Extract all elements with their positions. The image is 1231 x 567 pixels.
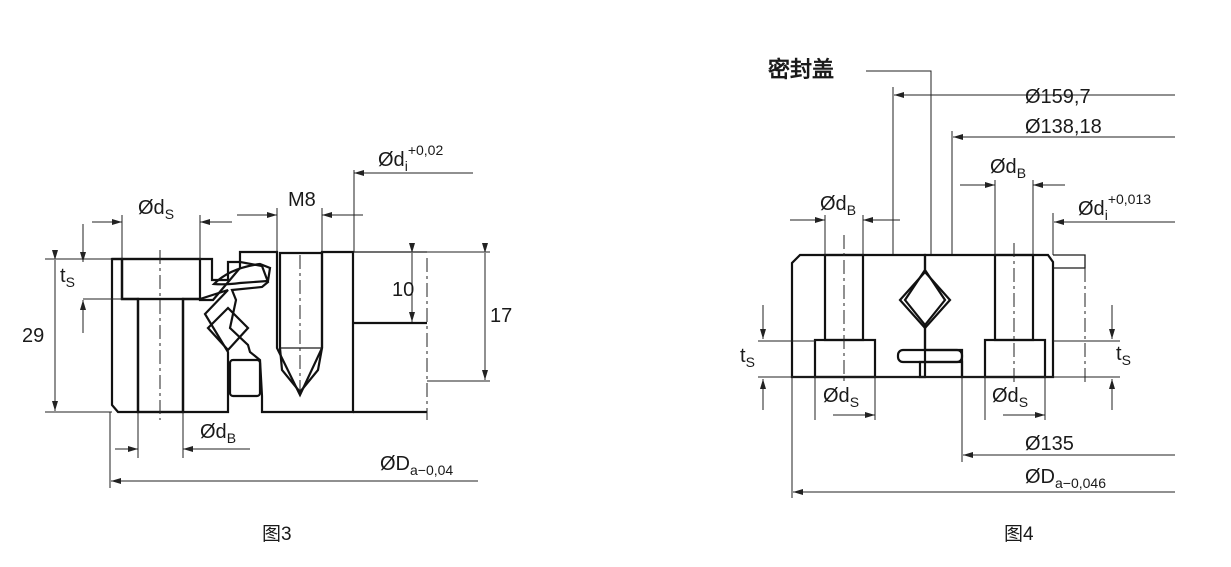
- figure-4-caption: 图4: [1004, 524, 1034, 545]
- dim-di: Ødi+0,013: [1078, 191, 1151, 223]
- outer-ring-body: [110, 257, 140, 414]
- dim-ts-left: tS: [740, 345, 755, 370]
- dim-di: Ødi+0,02: [378, 142, 443, 174]
- dim-height-17: 17: [490, 305, 512, 327]
- seal-ring: [896, 348, 964, 364]
- dim-height-29: 29: [22, 325, 44, 347]
- dim-depth-10: 10: [392, 279, 414, 301]
- counterbore: [120, 257, 202, 301]
- threaded-hole: [278, 251, 324, 394]
- counterbore-right: [983, 338, 1047, 379]
- figure-4: 密封盖 Ø159,7 Ø138,18 ØdB ØdB Ødi+0,013 tS …: [740, 57, 1175, 545]
- dim-ts: tS: [60, 265, 75, 290]
- dim-da: ØDa−0,046: [1025, 466, 1106, 491]
- dim-ds-right: ØdS: [992, 385, 1028, 410]
- lip-seal: [211, 262, 272, 286]
- dim-d135: Ø135: [1025, 433, 1074, 455]
- dim-ts-right: tS: [1116, 343, 1131, 368]
- dim-da: ØDa−0,04: [380, 453, 453, 478]
- dim-m8: M8: [288, 189, 316, 211]
- dim-d138: Ø138,18: [1025, 116, 1102, 138]
- counterbore-left: [813, 338, 877, 379]
- figure-3: ØdS M8 Ødi+0,02 tS 29 10 17 ØdB ØDa−0,04…: [22, 142, 512, 545]
- outer-ring-section: [790, 253, 927, 379]
- cross-roller: [206, 306, 250, 352]
- spacer-seal: [228, 358, 262, 398]
- inner-ring-section: [923, 253, 1055, 379]
- seal-cover-label: 密封盖: [768, 57, 834, 82]
- dim-db-right: ØdB: [990, 156, 1026, 181]
- outer-ring-section: [112, 257, 242, 414]
- inner-ring-section: [228, 250, 355, 414]
- dim-ds: ØdS: [138, 197, 174, 222]
- cross-roller: [898, 270, 952, 330]
- dim-d159: Ø159,7: [1025, 86, 1091, 108]
- outer-ring-race: [181, 288, 230, 414]
- figure-3-caption: 图3: [262, 524, 292, 545]
- dim-ds-left: ØdS: [823, 385, 859, 410]
- dim-db-left: ØdB: [820, 193, 856, 218]
- dim-db: ØdB: [200, 421, 236, 446]
